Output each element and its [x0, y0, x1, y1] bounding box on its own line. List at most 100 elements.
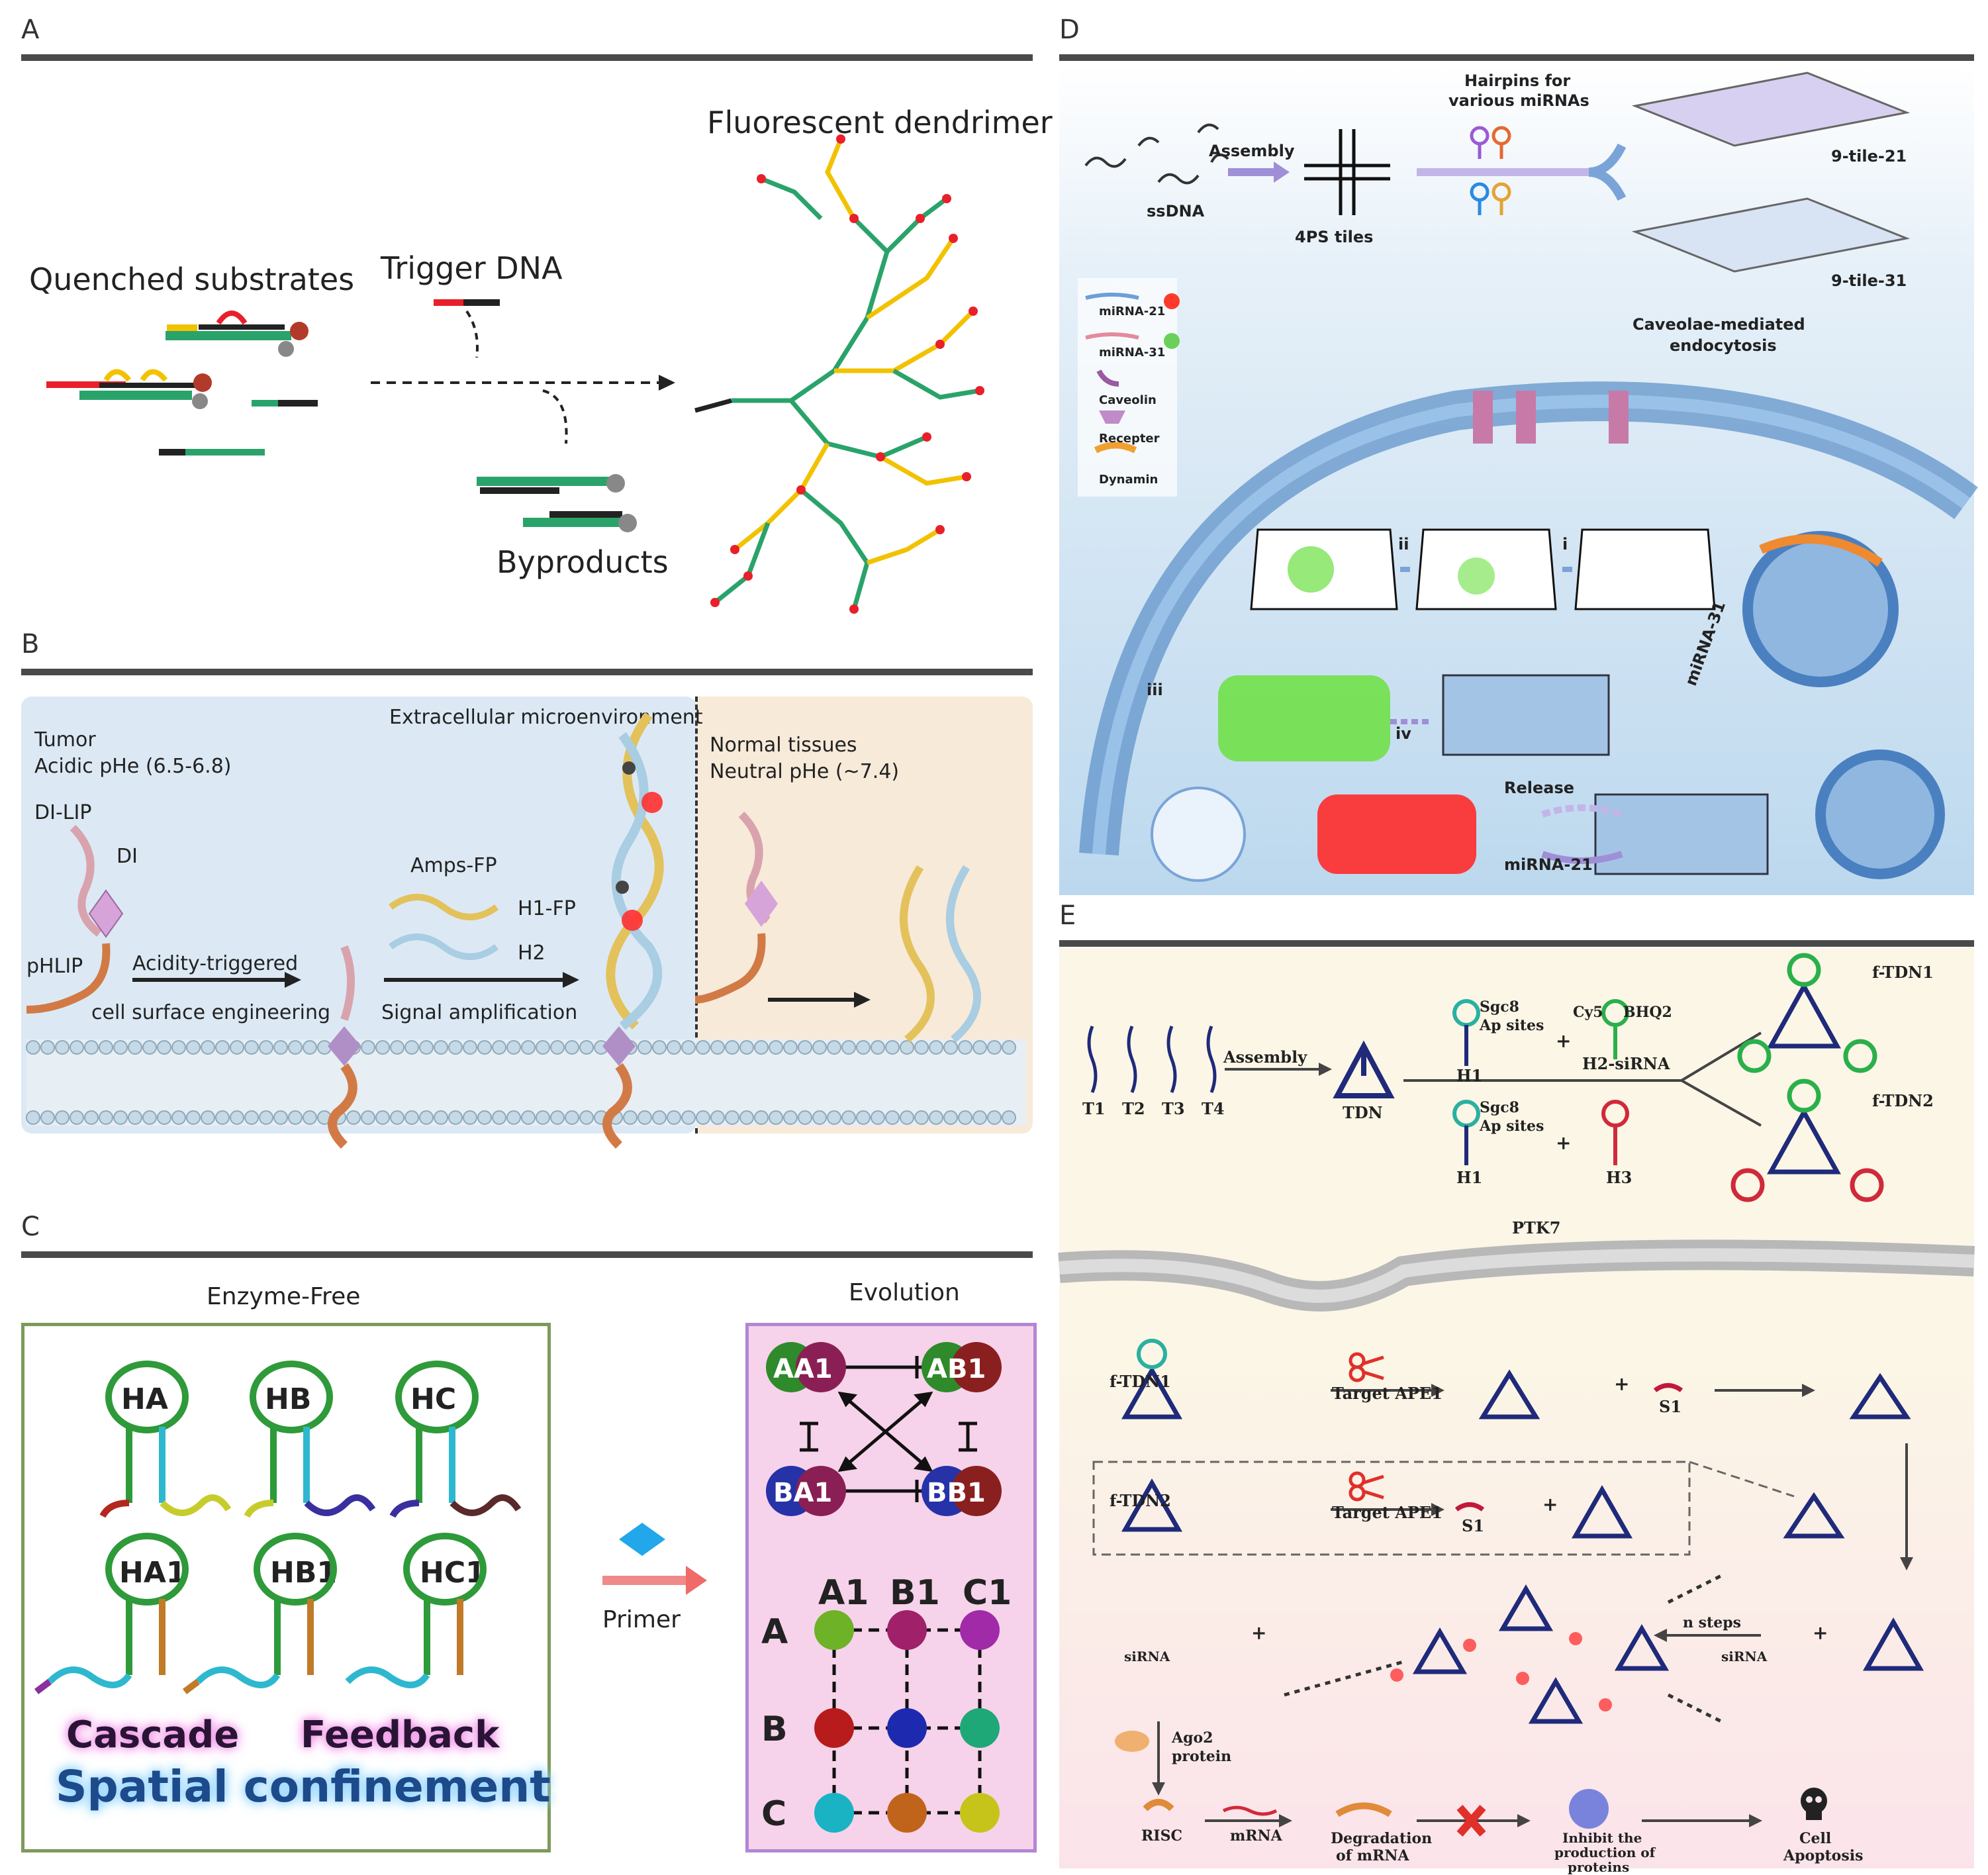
- lipid-head: [477, 1110, 492, 1125]
- lipid-head: [273, 1040, 288, 1055]
- lipid-head: [215, 1040, 230, 1055]
- red-fluorescence: [1317, 794, 1476, 874]
- lipid-head: [623, 1110, 638, 1125]
- lipid-head: [536, 1110, 550, 1125]
- lipid-head: [769, 1040, 783, 1055]
- panel-e-graphics: [1058, 953, 1975, 1837]
- lipid-head: [113, 1040, 128, 1055]
- ap-sites-label-1: Ap sites: [1480, 1017, 1544, 1034]
- caveolae-label: Caveolae-mediated: [1633, 315, 1805, 334]
- lipid-head: [972, 1110, 987, 1125]
- byproduct-duplex-2: [523, 511, 637, 532]
- node-ba1: BA1: [773, 1478, 833, 1508]
- hairpin-ha1-label: HA1: [119, 1556, 187, 1590]
- primer-label: Primer: [602, 1606, 681, 1633]
- panel-c-label: C: [21, 1212, 40, 1242]
- panel-c-graphics: [34, 1342, 1002, 1833]
- sirna-label-left: siRNA: [1124, 1649, 1170, 1664]
- panel-d-label: D: [1059, 15, 1080, 45]
- byproducts-label: Byproducts: [497, 544, 669, 580]
- lipid-head: [390, 1040, 404, 1055]
- dilip-probe: [70, 824, 102, 937]
- lipid-head: [142, 1110, 157, 1125]
- lipid-head: [40, 1110, 55, 1125]
- cell-label: Cell: [1799, 1830, 1832, 1847]
- strand-t3: T3: [1162, 1099, 1185, 1118]
- lipid-head: [55, 1110, 70, 1125]
- lipid-head: [434, 1110, 448, 1125]
- panel-c-rule: [21, 1251, 1033, 1258]
- lipid-head: [827, 1040, 841, 1055]
- cell-surface-label: cell surface engineering: [91, 1001, 331, 1024]
- strand-t2: T2: [1122, 1099, 1145, 1118]
- fluorescent-dendrimer-label: Fluorescent dendrimer: [707, 105, 1053, 140]
- step-iv: iv: [1396, 724, 1411, 743]
- primer-arrow: [686, 1566, 707, 1595]
- trigger-dna-label: Trigger DNA: [381, 250, 563, 286]
- lipid-head: [186, 1110, 201, 1125]
- s1-label-1: S1: [1659, 1397, 1682, 1416]
- lipid-head: [696, 1040, 710, 1055]
- sheet-9-tile-31: [1631, 197, 1911, 273]
- lipid-head: [667, 1110, 681, 1125]
- panel-d: D: [1059, 0, 1988, 900]
- hairpin-hc: [389, 1361, 522, 1518]
- node-ab1: AB1: [927, 1354, 986, 1384]
- hairpins-for-label: Hairpins for: [1464, 72, 1571, 90]
- lipid-head: [652, 1040, 667, 1055]
- panel-b-rule: [21, 669, 1033, 675]
- trigger-strand: [434, 299, 500, 358]
- panel-e-label: E: [1059, 900, 1076, 931]
- dilip-label: DI-LIP: [34, 801, 92, 824]
- hairpin-h3: [1601, 1100, 1629, 1165]
- lipid-head: [70, 1110, 84, 1125]
- hairpin-hc1-label: HC1: [420, 1556, 486, 1590]
- tdn-tetrahedron: [1333, 1040, 1395, 1098]
- plus-1: +: [1556, 1030, 1572, 1052]
- primer-diamond: [619, 1523, 665, 1556]
- dendrimer: [694, 138, 980, 610]
- panel-b: B Extracellular microenvironment Tumor A…: [0, 629, 1046, 1172]
- ftdn2-structure: [1730, 1079, 1884, 1202]
- hairpin-hc1: [345, 1533, 487, 1688]
- h1-label-1: H1: [1456, 1066, 1483, 1085]
- tile21-label: 9-tile-21: [1831, 147, 1907, 166]
- lipid-head: [841, 1110, 856, 1125]
- panel-d-background: [1059, 64, 1974, 895]
- production-label: production of: [1554, 1845, 1656, 1860]
- h3-label: H3: [1606, 1168, 1633, 1187]
- panel-e: E: [1058, 900, 1988, 1875]
- lipid-head: [26, 1040, 40, 1055]
- vesicle-2: [1815, 749, 1945, 879]
- lipid-head: [550, 1110, 565, 1125]
- legend-recepter: Recepter: [1099, 432, 1160, 446]
- lipid-head: [696, 1110, 710, 1125]
- proteins-label: proteins: [1568, 1859, 1630, 1875]
- phlip-label: pHLIP: [26, 955, 83, 978]
- lipid-head: [550, 1040, 565, 1055]
- lipid-head: [798, 1040, 812, 1055]
- lipid-head: [477, 1040, 492, 1055]
- quenched-substrates-label: Quenched substrates: [29, 262, 355, 297]
- lipid-head: [70, 1040, 84, 1055]
- panel-e-rule: [1059, 940, 1974, 947]
- lipid-head: [783, 1110, 798, 1125]
- lipid-head: [244, 1040, 259, 1055]
- lipid-head: [142, 1040, 157, 1055]
- panel-a-graphics: [46, 134, 984, 614]
- panel-a-rule: [21, 54, 1033, 61]
- mrna-label: mRNA: [1230, 1827, 1282, 1845]
- lipid-head: [856, 1040, 871, 1055]
- hairpin-hc-label: HC: [410, 1382, 457, 1416]
- lipid-head: [783, 1040, 798, 1055]
- amplification-network: [1412, 1584, 1670, 1724]
- of-mrna-label: of mRNA: [1336, 1847, 1409, 1864]
- ftdn2-box: [1092, 1461, 1691, 1556]
- lipid-head: [754, 1110, 769, 1125]
- lipid-head: [987, 1040, 1002, 1055]
- spatial-confinement-label: Spatial confinement: [56, 1761, 551, 1812]
- region-divider: [695, 697, 698, 1133]
- lipid-head: [259, 1040, 273, 1055]
- lipid-head: [171, 1110, 186, 1125]
- lipid-head: [521, 1110, 536, 1125]
